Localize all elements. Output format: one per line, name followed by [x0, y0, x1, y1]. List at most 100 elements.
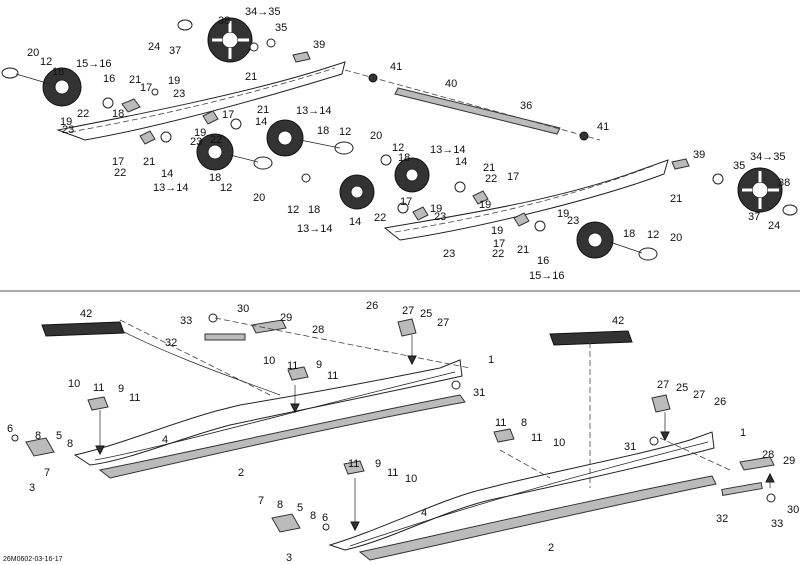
callout-label: 8	[310, 510, 316, 522]
callout-label: 6	[7, 423, 13, 435]
callout-label: 10	[263, 355, 275, 367]
callout-label: 9	[375, 458, 381, 470]
callout-label: 24	[148, 41, 160, 53]
callout-label: 20	[253, 192, 265, 204]
callout-label: 19	[60, 116, 72, 128]
idler-wheel-top	[207, 17, 253, 63]
callout-label: 18	[398, 152, 410, 164]
callout-label: 12	[392, 142, 404, 154]
callout-label: 20	[670, 232, 682, 244]
callout-label: 13→14	[153, 182, 188, 194]
rail-left	[56, 61, 346, 141]
callout-label: 8	[277, 499, 283, 511]
callout-label: 42	[612, 315, 624, 327]
callout-label: 25	[420, 308, 432, 320]
callout-label: 26	[714, 396, 726, 408]
callout-label: 7	[44, 467, 50, 479]
callout-label: 33	[180, 315, 192, 327]
wear-strip-2-right	[358, 475, 717, 561]
slide-rail-1-left	[73, 359, 463, 466]
callout-label: 32	[716, 513, 728, 525]
callout-label: 13→14	[430, 144, 465, 156]
cross-shaft	[394, 87, 561, 135]
slide-rail-1-right	[328, 431, 715, 551]
callout-label: 35	[733, 160, 745, 172]
callout-label: 12	[287, 204, 299, 216]
suspension-assembly	[1, 17, 798, 261]
callout-label: 18	[209, 172, 221, 184]
callout-label: 30	[787, 504, 799, 516]
drawing-code: 26M0602-03-16-17	[3, 556, 63, 563]
shaft-bushing-left	[368, 73, 378, 83]
callout-label: 14	[161, 168, 173, 180]
callout-label: 19	[194, 127, 206, 139]
callout-label: 41	[390, 61, 402, 73]
callout-label: 22	[77, 108, 89, 120]
callout-label: 24	[768, 220, 780, 232]
callout-label: 11	[287, 360, 298, 372]
callout-label: 21	[143, 156, 155, 168]
callout-label: 23	[173, 88, 185, 100]
callout-label: 17	[507, 171, 519, 183]
callout-label: 13→14	[296, 105, 331, 117]
callout-label: 19	[557, 208, 569, 220]
callout-label: 4	[421, 507, 427, 519]
callout-label: 23	[434, 211, 446, 223]
callout-label: 13→14	[297, 223, 332, 235]
callout-label: 6	[322, 512, 328, 524]
callout-label: 21	[129, 74, 141, 86]
callout-label: 17	[493, 238, 505, 250]
callout-label: 14	[349, 216, 361, 228]
callout-label: 18	[112, 108, 124, 120]
callout-label: 41	[597, 121, 609, 133]
callout-label: 15→16	[529, 270, 564, 282]
callout-label: 35	[275, 22, 287, 34]
callout-label: 23	[62, 124, 74, 136]
callout-label: 11	[531, 432, 542, 444]
callout-label: 37	[748, 211, 760, 223]
callout-label: 34→35	[750, 151, 785, 163]
callout-label: 2	[548, 542, 554, 554]
callout-label: 4	[162, 434, 168, 446]
callout-label: 11	[93, 382, 104, 394]
wheel-center-3	[394, 157, 430, 193]
callout-label: 39	[313, 39, 325, 51]
callout-label: 7	[258, 495, 264, 507]
callout-label: 8	[35, 430, 41, 442]
callout-label: 21	[670, 193, 682, 205]
callout-label: 25	[676, 382, 688, 394]
callout-label: 22	[492, 248, 504, 260]
callout-label: 38	[778, 177, 790, 189]
callout-label: 10	[68, 378, 80, 390]
callout-label: 12	[647, 229, 659, 241]
callout-label: 9	[316, 359, 322, 371]
wheel-left-outer	[42, 67, 82, 107]
callout-label: 21	[483, 162, 495, 174]
callout-label: 14	[255, 116, 267, 128]
callout-label: 12	[220, 182, 232, 194]
callout-label: 27	[437, 317, 449, 329]
wheel-right-lower	[576, 221, 614, 259]
callout-label: 18	[623, 228, 635, 240]
callout-label: 19	[168, 75, 180, 87]
decal-42-right	[549, 330, 633, 346]
callout-label: 1	[740, 427, 746, 439]
callout-label: 5	[56, 430, 62, 442]
wear-strip-2-left	[98, 394, 466, 479]
callout-label: 23	[190, 136, 202, 148]
wheel-center-4	[339, 174, 375, 210]
callout-label: 3	[29, 482, 35, 494]
callout-label: 18	[52, 66, 64, 78]
wheel-center-1	[266, 119, 304, 157]
callout-label: 22	[210, 134, 222, 146]
callout-label: 34→35	[245, 6, 280, 18]
callout-label: 2	[238, 467, 244, 479]
callout-label: 42	[80, 308, 92, 320]
callout-label: 17	[140, 82, 152, 94]
callout-label: 22	[485, 173, 497, 185]
callout-label: 30	[237, 303, 249, 315]
callout-label: 39	[693, 149, 705, 161]
callout-label: 5	[297, 502, 303, 514]
